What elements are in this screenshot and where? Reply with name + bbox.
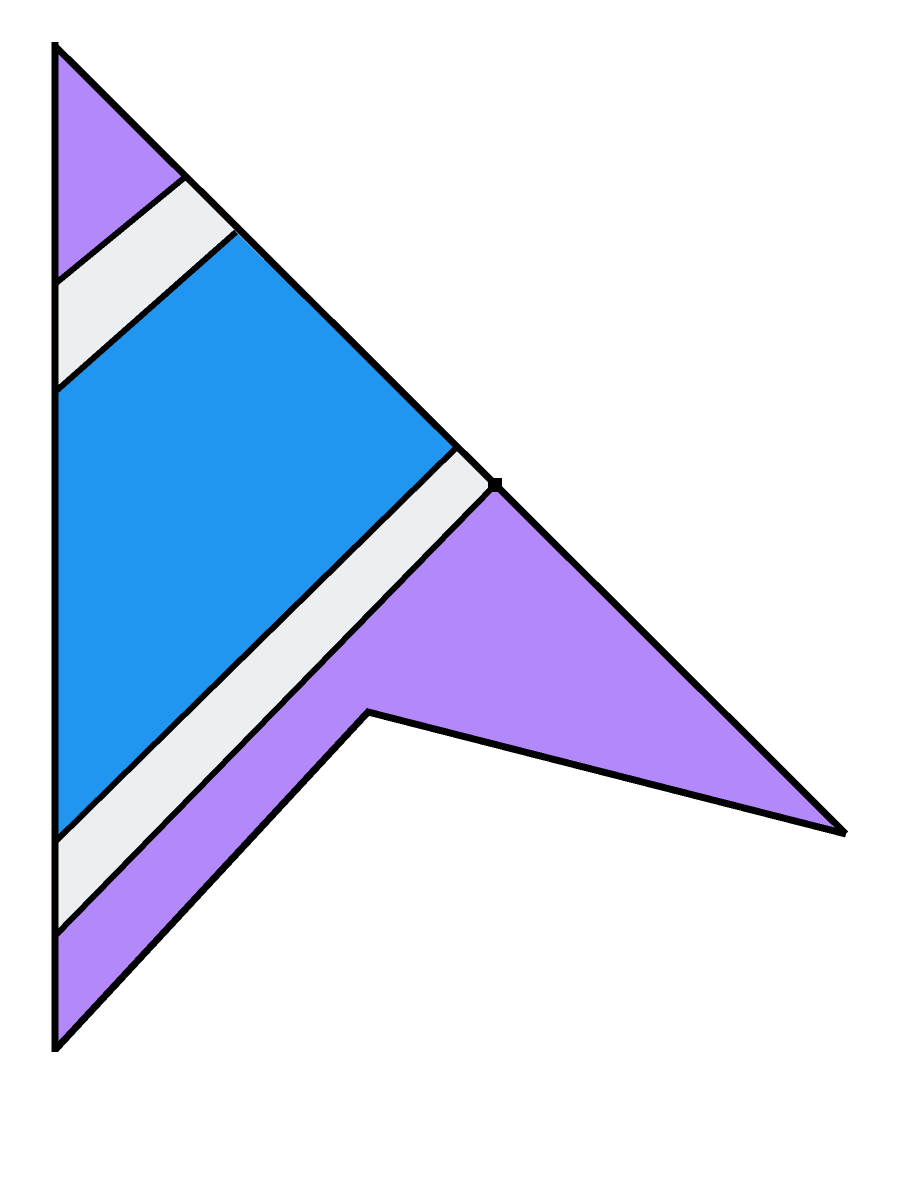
divider-white-purple-bottom <box>52 483 497 939</box>
divider-purple-white-top <box>53 175 186 287</box>
purple-lower-band <box>55 486 846 1050</box>
white-upper-band <box>55 178 236 392</box>
outline-top-diagonal <box>52 43 849 837</box>
divider-lines <box>52 175 497 939</box>
outer-outline <box>51 42 849 1053</box>
pixel-accent <box>488 478 502 492</box>
purple-top-band <box>55 50 184 284</box>
white-lower-band <box>55 448 494 936</box>
divider-white-blue-top <box>53 229 238 395</box>
divider-blue-white-bottom <box>52 445 459 845</box>
outline-notch <box>52 708 847 1053</box>
blue-band <box>55 232 456 842</box>
